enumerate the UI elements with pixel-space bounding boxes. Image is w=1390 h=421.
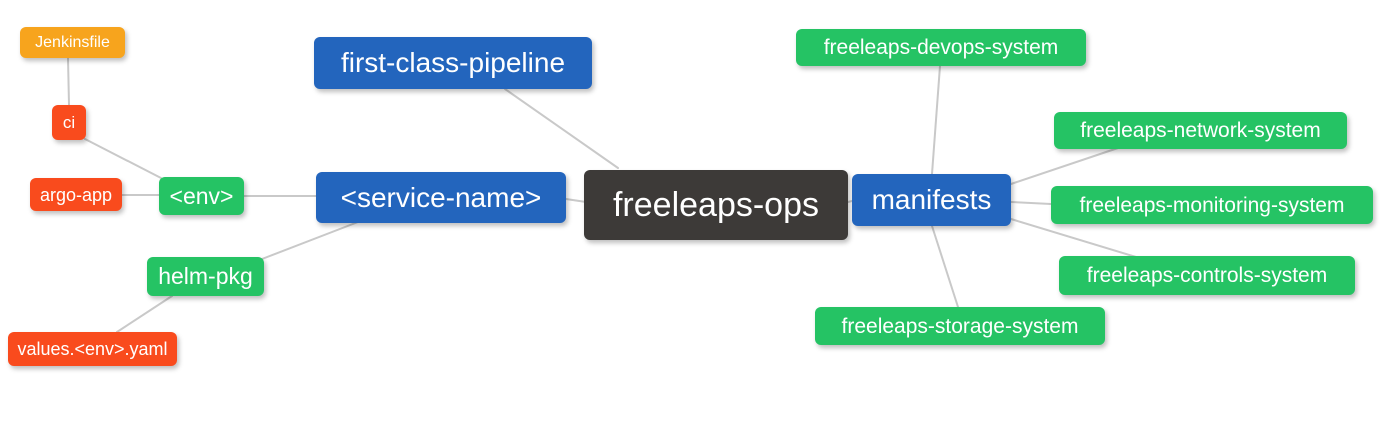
node-env[interactable]: <env>: [159, 177, 244, 215]
node-jenkinsfile[interactable]: Jenkinsfile: [20, 27, 125, 58]
edge-manifests--freeleaps-network-system: [1010, 147, 1119, 185]
edge-helm-pkg--service-name: [261, 221, 359, 260]
node-freeleaps-devops-system[interactable]: freeleaps-devops-system: [796, 29, 1086, 66]
edge-manifests--freeleaps-monitoring-system: [1010, 201, 1052, 205]
node-freeleaps-ops[interactable]: freeleaps-ops: [584, 170, 848, 240]
node-first-class-pipeline[interactable]: first-class-pipeline: [314, 37, 592, 89]
node-manifests[interactable]: manifests: [852, 174, 1011, 226]
node-argo-app[interactable]: argo-app: [30, 178, 122, 211]
edge-values-env-yaml--helm-pkg: [116, 295, 173, 333]
node-freeleaps-network-system[interactable]: freeleaps-network-system: [1054, 112, 1347, 149]
edge-first-class-pipeline--freeleaps-ops: [504, 88, 619, 169]
node-freeleaps-monitoring-system[interactable]: freeleaps-monitoring-system: [1051, 186, 1373, 224]
edge-manifests--freeleaps-controls-system: [1010, 218, 1137, 258]
node-service-name[interactable]: <service-name>: [316, 172, 566, 223]
node-helm-pkg[interactable]: helm-pkg: [147, 257, 264, 296]
node-values-env-yaml[interactable]: values.<env>.yaml: [8, 332, 177, 366]
edge-ci--env: [84, 138, 162, 179]
node-freeleaps-controls-system[interactable]: freeleaps-controls-system: [1059, 256, 1355, 295]
edge-jenkinsfile--ci: [67, 57, 70, 106]
edge-manifests--freeleaps-storage-system: [931, 225, 959, 308]
node-freeleaps-storage-system[interactable]: freeleaps-storage-system: [815, 307, 1105, 345]
edge-manifests--freeleaps-devops-system: [931, 65, 941, 175]
edge-service-name--freeleaps-ops: [565, 198, 587, 203]
node-ci[interactable]: ci: [52, 105, 86, 140]
